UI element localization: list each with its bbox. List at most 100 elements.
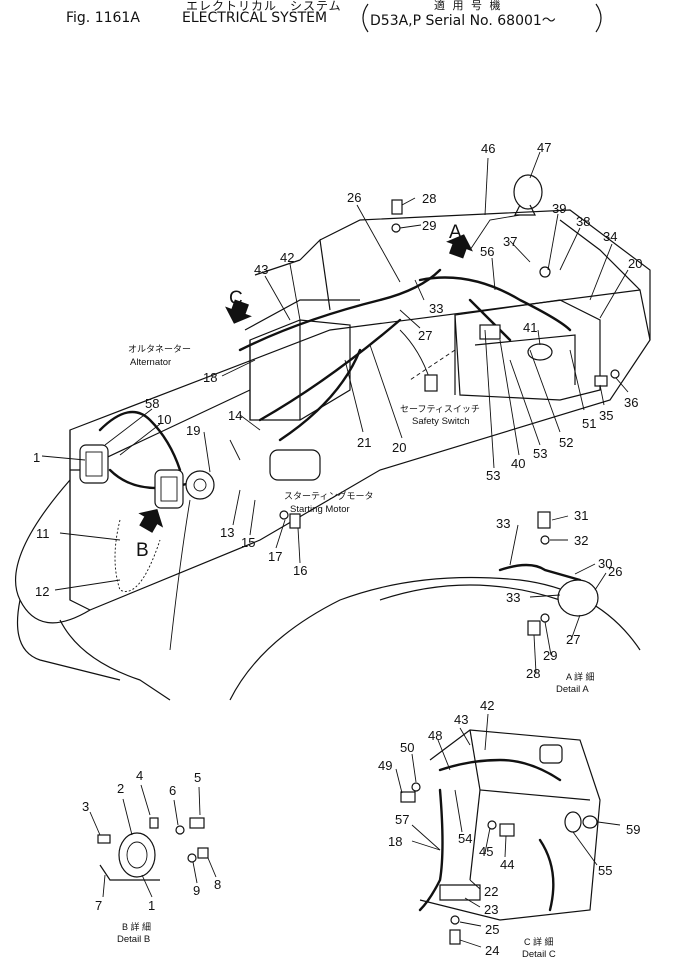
- callout-11: 11: [36, 526, 50, 541]
- callout-55: 55: [598, 863, 612, 878]
- serial-bracket: [362, 3, 602, 33]
- callout-47: 47: [537, 140, 551, 155]
- callout-14: 14: [228, 408, 242, 423]
- callout-21: 21: [357, 435, 371, 450]
- detail-b-caption: Detail B: [117, 934, 150, 945]
- callout-20-b: 20: [392, 440, 406, 455]
- detail-a: [498, 511, 607, 674]
- callout-25: 25: [485, 922, 499, 937]
- callout-32: 32: [574, 533, 588, 548]
- callout-1-b: 1: [148, 898, 155, 913]
- callout-18: 18: [203, 370, 217, 385]
- view-arrow-a-label: A: [449, 222, 462, 243]
- callout-58: 58: [145, 396, 159, 411]
- callout-23: 23: [484, 902, 498, 917]
- callout-35: 35: [599, 408, 613, 423]
- detail-b-caption-jp: B 詳 細: [122, 921, 151, 932]
- callout-52: 52: [559, 435, 573, 450]
- callout-26-b: 26: [608, 564, 622, 579]
- callout-45: 45: [479, 844, 493, 859]
- callout-31: 31: [574, 508, 588, 523]
- callout-20: 20: [628, 256, 642, 271]
- header-jp-line: エレクトリカル システム: [186, 0, 342, 13]
- callout-33: 33: [429, 301, 443, 316]
- detail-c-caption-jp: C 詳 細: [524, 936, 554, 947]
- callout-13: 13: [220, 525, 234, 540]
- callout-29: 29: [422, 218, 436, 233]
- callout-34: 34: [603, 229, 617, 244]
- callout-5: 5: [194, 770, 201, 785]
- safety-switch-label: Safety Switch: [412, 416, 470, 427]
- callout-30: 30: [598, 556, 612, 571]
- callout-49: 49: [378, 758, 392, 773]
- page-title: ELECTRICAL SYSTEM: [182, 10, 328, 26]
- starting-motor-label: Starting Motor: [290, 504, 350, 515]
- callout-42: 42: [280, 250, 294, 265]
- callout-27: 27: [418, 328, 432, 343]
- callout-1: 1: [33, 450, 40, 465]
- callout-40: 40: [511, 456, 525, 471]
- callout-numbers: 46 47 26 28 29 39 38 37 34 56 20 43 42 3…: [33, 140, 642, 958]
- detail-a-caption: Detail A: [556, 684, 589, 695]
- machine-body: [14, 209, 651, 701]
- callout-41: 41: [523, 320, 537, 335]
- callout-9: 9: [193, 883, 200, 898]
- callout-7: 7: [95, 898, 102, 913]
- callout-16: 16: [293, 563, 307, 578]
- callout-51: 51: [582, 416, 596, 431]
- safety-switch-label-jp: セーフティスイッチ: [400, 404, 480, 414]
- detail-a-caption-jp: A 詳 細: [566, 671, 595, 682]
- view-arrow-b-label: B: [136, 540, 149, 561]
- applicable-models-jp: 適 用 号 機: [434, 0, 503, 12]
- starting-motor-label-jp: スターティングモータ: [284, 490, 373, 501]
- callout-17: 17: [268, 549, 282, 564]
- leader-lines: [41, 151, 629, 591]
- detail-c: [395, 713, 621, 948]
- callout-12: 12: [35, 584, 49, 599]
- callout-3: 3: [82, 799, 89, 814]
- figure-number: Fig. 1161A: [66, 10, 140, 26]
- callout-33-b: 33: [496, 516, 510, 531]
- callout-15: 15: [241, 535, 255, 550]
- alternator-label: Alternator: [130, 357, 171, 368]
- callout-50: 50: [400, 740, 414, 755]
- callout-18-c: 18: [388, 834, 402, 849]
- callout-8: 8: [214, 877, 221, 892]
- callout-19: 19: [186, 423, 200, 438]
- serial-number-range: D53A,P Serial No. 68001～: [370, 13, 556, 29]
- callout-33-c: 33: [506, 590, 520, 605]
- callout-10: 10: [157, 412, 171, 427]
- callout-36: 36: [624, 395, 638, 410]
- callout-28-b: 28: [526, 666, 540, 681]
- alternator-label-jp: オルタネーター: [128, 344, 191, 354]
- callout-29-b: 29: [543, 648, 557, 663]
- callout-4: 4: [136, 768, 143, 783]
- callout-26: 26: [347, 190, 361, 205]
- callout-24: 24: [485, 943, 499, 958]
- callout-53-b: 53: [486, 468, 500, 483]
- callout-57: 57: [395, 812, 409, 827]
- callout-27-b: 27: [566, 632, 580, 647]
- detail-c-caption: Detail C: [522, 949, 556, 959]
- wiring-harness: [79, 174, 620, 651]
- callout-54: 54: [458, 831, 472, 846]
- view-arrow-c-label: C: [229, 288, 243, 309]
- detail-b: [89, 784, 217, 898]
- callout-39: 39: [552, 201, 566, 216]
- callout-43-c: 43: [454, 712, 468, 727]
- callout-44: 44: [500, 857, 514, 872]
- callout-28: 28: [422, 191, 436, 206]
- callout-56: 56: [480, 244, 494, 259]
- callout-6: 6: [169, 783, 176, 798]
- callout-2: 2: [117, 781, 124, 796]
- callout-48: 48: [428, 728, 442, 743]
- callout-42-c: 42: [480, 698, 494, 713]
- callout-46: 46: [481, 141, 495, 156]
- callout-38: 38: [576, 214, 590, 229]
- callout-37: 37: [503, 234, 517, 249]
- callout-53: 53: [533, 446, 547, 461]
- callout-22: 22: [484, 884, 498, 899]
- callout-59: 59: [626, 822, 640, 837]
- callout-43: 43: [254, 262, 268, 277]
